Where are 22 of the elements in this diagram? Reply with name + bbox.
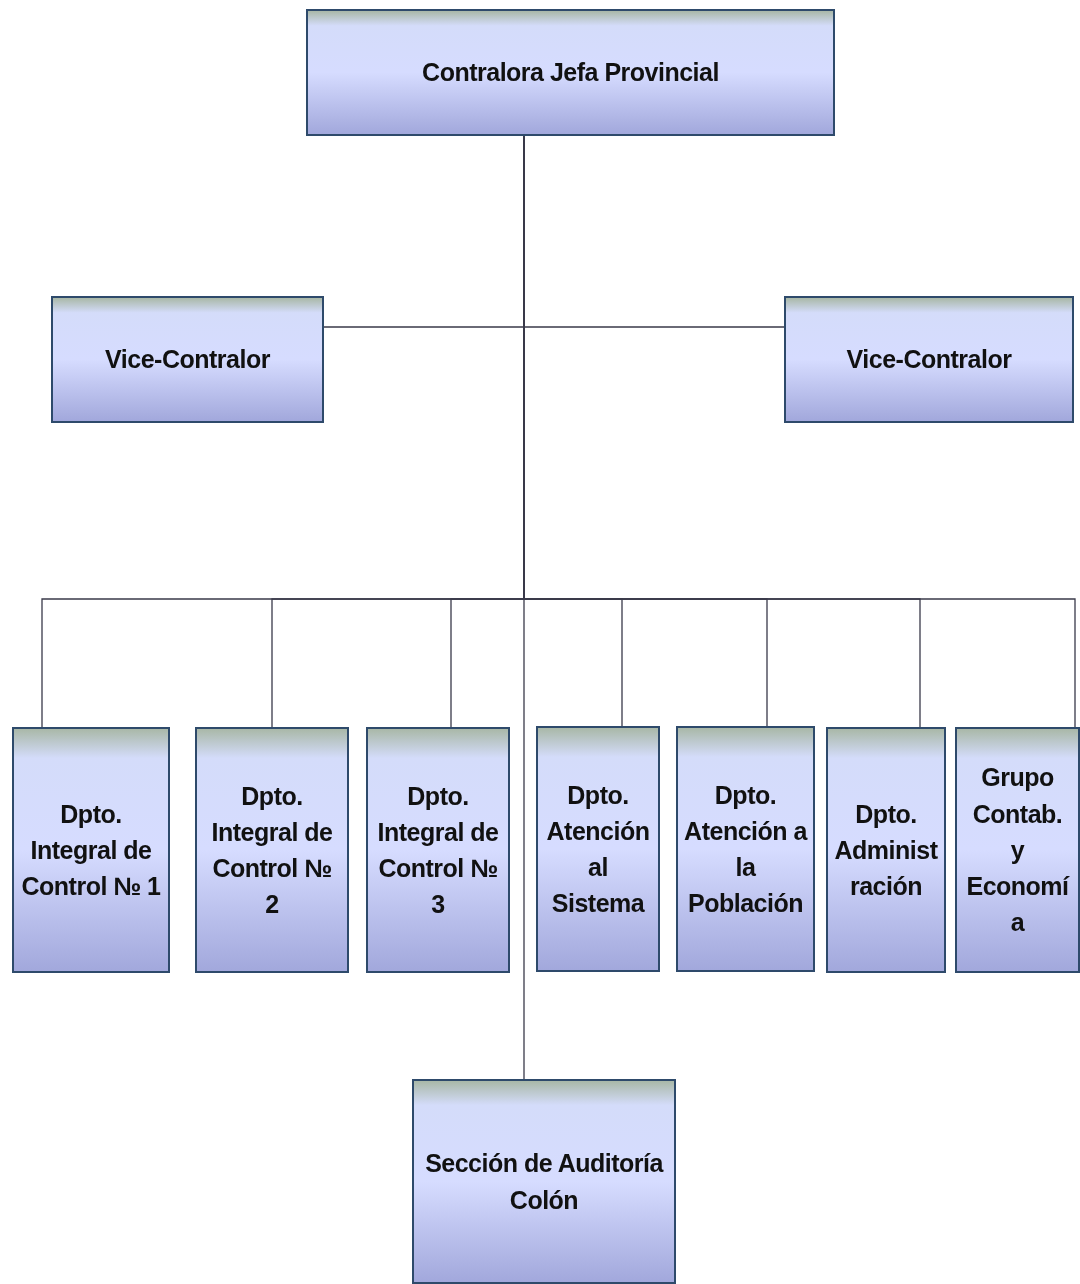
org-box (955, 727, 1080, 973)
org-box (536, 726, 660, 972)
box-label: Dpto. Atención a la Población (684, 779, 807, 920)
org-box (412, 1079, 676, 1284)
org-box (784, 296, 1074, 423)
box-label: Dpto. Integral de Control № 3 (376, 780, 500, 921)
org-box (366, 727, 510, 973)
box-label: Sección de Auditoría Colón (424, 1148, 665, 1216)
box-label: Vice-Contralor (105, 344, 270, 376)
org-box (306, 9, 835, 136)
org-box (826, 727, 946, 973)
box-label: Contralora Jefa Provincial (422, 57, 719, 89)
org-box (51, 296, 324, 423)
box-label: Grupo Contab. y Economía (965, 762, 1071, 939)
box-label: Dpto. Integral de Control № 1 (20, 798, 162, 903)
org-box (676, 726, 815, 972)
box-label: Dpto. Integral de Control № 2 (210, 780, 334, 921)
box-label: Vice-Contralor (846, 344, 1012, 376)
box-label: Dpto. Administración (834, 798, 938, 903)
org-box (195, 727, 349, 973)
box-label: Dpto. Atención al Sistema (545, 779, 651, 920)
org-box (12, 727, 170, 973)
